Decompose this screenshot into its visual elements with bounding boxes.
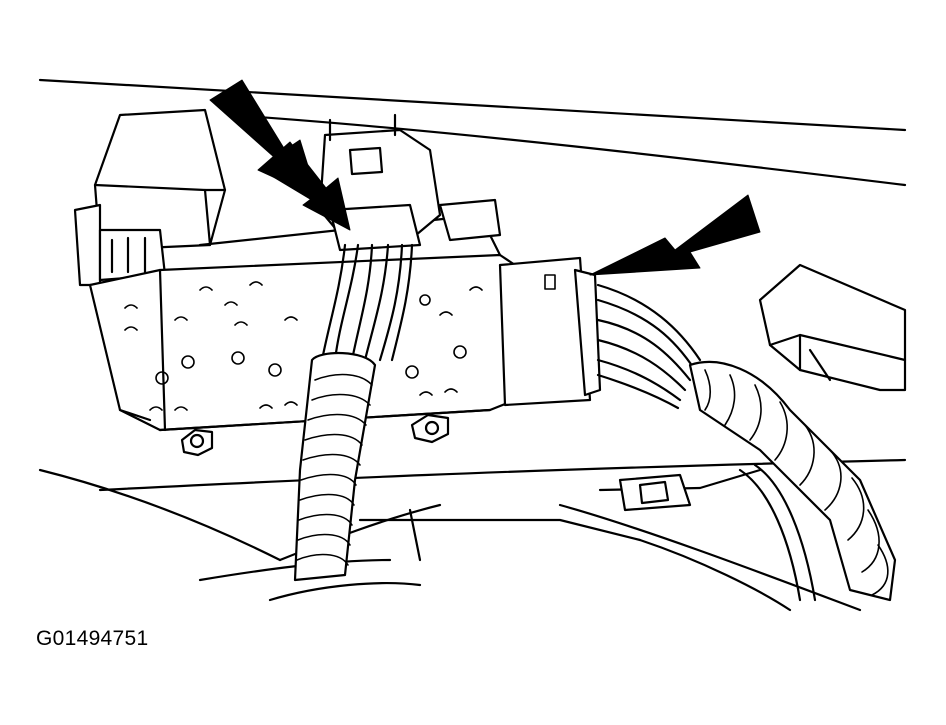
top-connector-wires <box>320 243 414 362</box>
mounting-bolts <box>180 413 450 457</box>
relay <box>73 108 227 287</box>
arrow-right <box>589 194 761 276</box>
module-dimples <box>124 281 483 411</box>
side-relay <box>758 263 907 392</box>
harness-right <box>688 360 897 602</box>
figure-id-label: G01494751 <box>36 627 149 650</box>
harness-down <box>293 351 377 582</box>
pointer-arrows <box>209 79 761 276</box>
arrow-upper-middle <box>257 141 351 231</box>
lower-bracket <box>618 463 817 602</box>
right-connector <box>498 256 602 407</box>
top-connector <box>318 113 502 252</box>
control-module <box>88 213 517 457</box>
right-connector-wires <box>596 283 702 410</box>
